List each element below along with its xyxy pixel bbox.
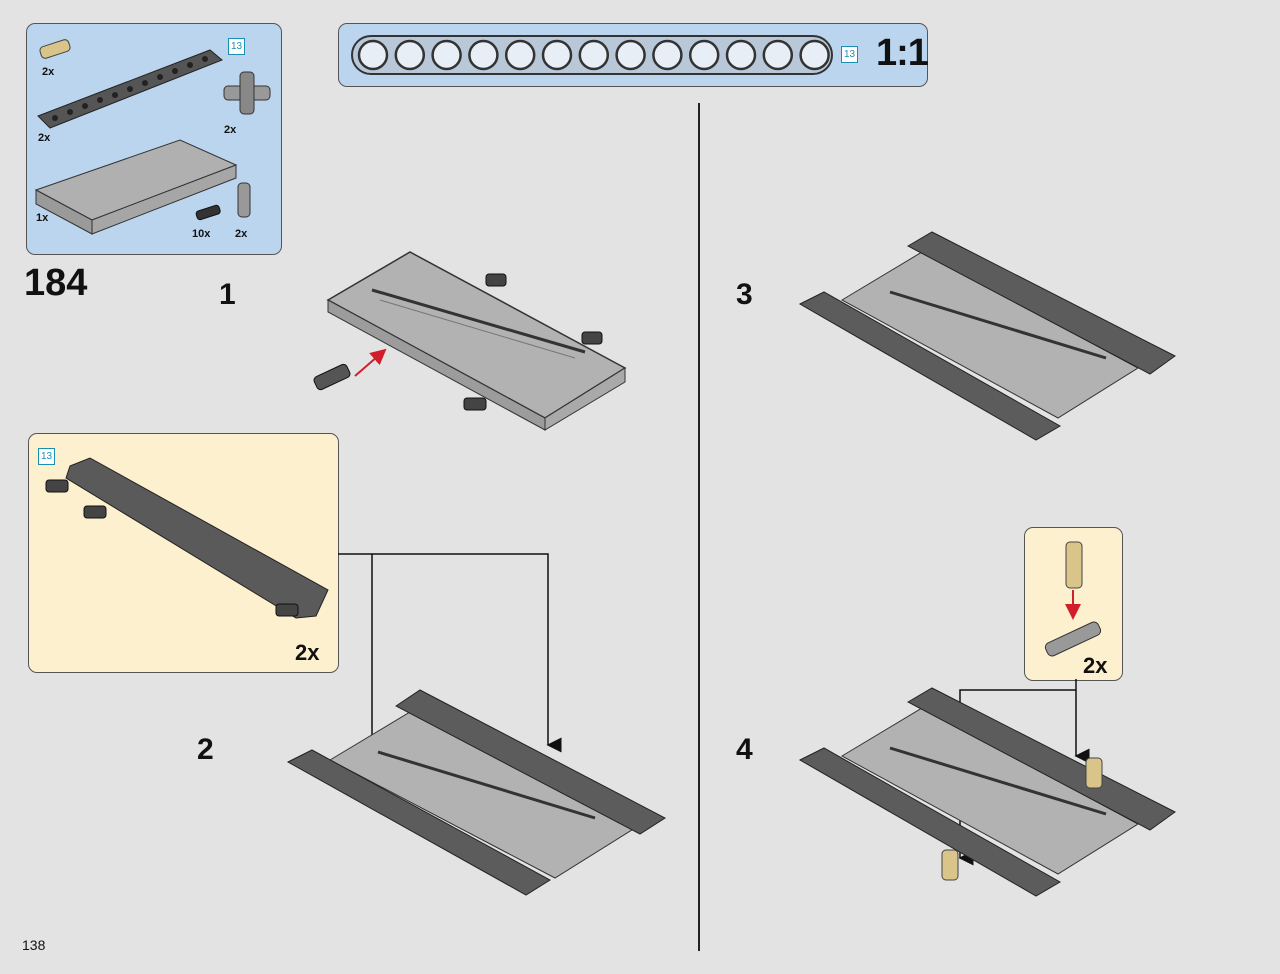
subassembly-length-badge: 13 — [38, 448, 55, 465]
ruler-hole — [504, 39, 536, 71]
page-number: 138 — [22, 937, 46, 953]
ruler-hole — [468, 39, 499, 71]
step2-assembly — [286, 689, 666, 896]
step3-assembly — [798, 231, 1176, 441]
qty-pin-tan: 2x — [42, 66, 55, 78]
qty-frame: 1x — [36, 212, 49, 224]
ruler-length-badge: 13 — [841, 46, 858, 63]
column-divider — [698, 103, 700, 951]
substep-1-label: 1 — [219, 278, 236, 311]
ruler-hole — [725, 39, 757, 71]
ruler-hole — [762, 39, 794, 71]
parts-illustrations — [34, 39, 271, 235]
qty-cross-connector: 2x — [224, 124, 237, 136]
scale-label: 1:1 — [876, 32, 929, 74]
ruler-hole — [431, 39, 462, 71]
beam-length-badge: 13 — [228, 38, 245, 55]
ruler-hole — [394, 39, 426, 71]
step1-frame — [313, 251, 627, 431]
ruler-hole — [578, 39, 610, 71]
substep-2-label: 2 — [197, 733, 214, 766]
qty-beam13: 2x — [38, 132, 51, 144]
ruler-hole — [652, 39, 683, 71]
ruler-hole — [688, 39, 720, 71]
ruler-beam — [351, 35, 833, 75]
step4-assembly — [798, 687, 1176, 897]
pin-callout-illustration — [1044, 541, 1102, 657]
substep-4-label: 4 — [736, 733, 753, 766]
main-step-number: 184 — [24, 262, 88, 304]
pin-callout-quantity: 2x — [1083, 653, 1108, 678]
substep-3-label: 3 — [736, 278, 753, 311]
subassembly-beam — [45, 457, 329, 619]
ruler-hole — [357, 39, 389, 71]
ruler-hole — [541, 39, 573, 71]
qty-axle-connector: 2x — [235, 228, 248, 240]
subassembly-quantity: 2x — [295, 640, 320, 665]
ruler-hole — [615, 39, 646, 71]
ruler-hole — [799, 39, 830, 71]
qty-pin-black: 10x — [192, 228, 211, 240]
